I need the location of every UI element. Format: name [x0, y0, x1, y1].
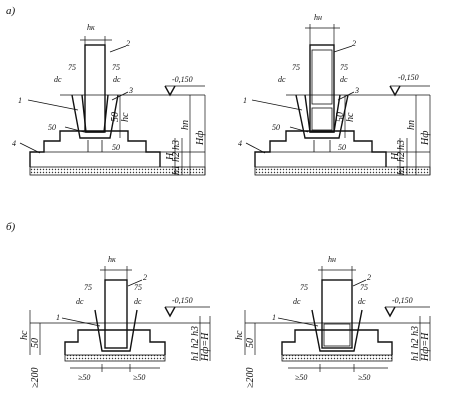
dim-ge50-right: ≥50: [133, 373, 145, 382]
hatched-insert: [311, 107, 333, 131]
level-mark: -0,150: [172, 75, 193, 84]
column: [104, 279, 128, 349]
gap-75-right: 75: [134, 283, 142, 292]
dim-h3: h3: [396, 140, 407, 150]
gap-75-right: 75: [340, 63, 348, 72]
hatched-insert: [323, 323, 351, 347]
level-mark: -0,150: [392, 296, 413, 305]
dim-h1h2h3: h1 h2 h3: [410, 326, 421, 361]
callout-1: 1: [18, 96, 22, 105]
label-hn: hн: [314, 13, 322, 22]
gap-75-right: 75: [112, 63, 120, 72]
dim-hn: hn: [406, 120, 417, 130]
dim-H: H: [165, 152, 176, 161]
dim-ge50-left: ≥50: [78, 373, 90, 382]
dim-h1: h1: [396, 165, 407, 175]
dc-right: dc: [340, 75, 348, 84]
dim-hc: hc: [345, 112, 356, 122]
panel-b-left: hк 2 1 75 75 dc dc -0,150 hc 50 h1 h2 h3…: [19, 255, 211, 388]
dim-hn: hn: [180, 120, 191, 130]
dim-50-bottom: 50: [338, 143, 346, 152]
dim-HfH: Hф=H: [420, 332, 431, 362]
dim-ge50-right: ≥50: [358, 373, 370, 382]
dim-50-side: 50: [272, 123, 280, 132]
dim-h3: h3: [171, 140, 182, 150]
concrete-preparation: [64, 354, 166, 362]
footing-steps: [254, 130, 387, 167]
callout-1: 1: [272, 313, 276, 322]
label-hk: hк: [108, 255, 116, 264]
dim-Hf: Hф: [420, 131, 431, 146]
section-label-a: а): [6, 5, 16, 17]
dim-HfH: Hф=H: [200, 332, 211, 362]
dim-50: 50: [245, 338, 256, 348]
callout-2: 2: [143, 273, 147, 282]
dc-right: dc: [134, 297, 142, 306]
panel-a-left: hк 2 3 1 4 75 75 dc dc -0,150 50 50 50 h…: [12, 23, 206, 176]
dim-Hf: Hф: [195, 131, 206, 146]
level-mark: -0,150: [398, 73, 419, 82]
callout-3: 3: [128, 86, 133, 95]
dim-50-top: 50: [110, 112, 121, 122]
callout-4: 4: [238, 139, 242, 148]
column: [309, 44, 335, 133]
callout-4: 4: [12, 139, 16, 148]
dim-H: H: [390, 152, 401, 161]
cup-socket: [295, 94, 349, 139]
dim-50: 50: [30, 338, 41, 348]
gap-75-right: 75: [360, 283, 368, 292]
dim-h1h2h3: h1 h2 h3: [190, 326, 201, 361]
dc-left: dc: [54, 75, 62, 84]
panel-a-right: hн 2 3 1 4 75 75 dc dc -0,150 50 50 50 h…: [238, 13, 431, 176]
dim-50-side: 50: [48, 123, 56, 132]
column: [84, 44, 106, 133]
dim-hc: hc: [234, 330, 245, 340]
callout-2: 2: [367, 273, 371, 282]
dim-ge200: ≥200: [30, 368, 41, 389]
dim-ge200: ≥200: [245, 368, 256, 389]
dc-left: dc: [293, 297, 301, 306]
callout-1: 1: [243, 96, 247, 105]
cup-socket: [311, 309, 363, 352]
dim-ge50-left: ≥50: [295, 373, 307, 382]
level-mark: -0,150: [172, 296, 193, 305]
gap-75-left: 75: [300, 283, 308, 292]
dim-50-top: 50: [335, 112, 346, 122]
callout-2: 2: [126, 39, 130, 48]
dim-50-bottom: 50: [112, 143, 120, 152]
gap-75-left: 75: [292, 63, 300, 72]
gap-75-left: 75: [68, 63, 76, 72]
dc-right: dc: [358, 297, 366, 306]
callout-1: 1: [56, 313, 60, 322]
dim-h2: h2: [171, 152, 182, 162]
section-label-b: б): [6, 221, 16, 233]
cup-socket: [71, 94, 119, 139]
dc-left: dc: [278, 75, 286, 84]
footing-steps: [281, 329, 393, 355]
footing-steps: [29, 130, 161, 167]
dc-right: dc: [113, 75, 121, 84]
dim-h1: h1: [171, 165, 182, 175]
dim-hc: hc: [19, 330, 30, 340]
gap-75-left: 75: [84, 283, 92, 292]
cup-socket: [94, 309, 138, 352]
panel-b-right: hн 2 1 75 75 dc dc -0,150 hc 50 h1 h2 h3…: [234, 255, 431, 388]
label-hn: hн: [328, 255, 336, 264]
label-hk: hк: [87, 23, 95, 32]
footing-steps: [64, 329, 166, 355]
dim-h2: h2: [396, 152, 407, 162]
column: [321, 279, 353, 349]
dc-left: dc: [76, 297, 84, 306]
callout-2: 2: [352, 39, 356, 48]
callout-3: 3: [354, 86, 359, 95]
concrete-preparation: [281, 354, 393, 362]
dim-hc: hc: [120, 112, 131, 122]
